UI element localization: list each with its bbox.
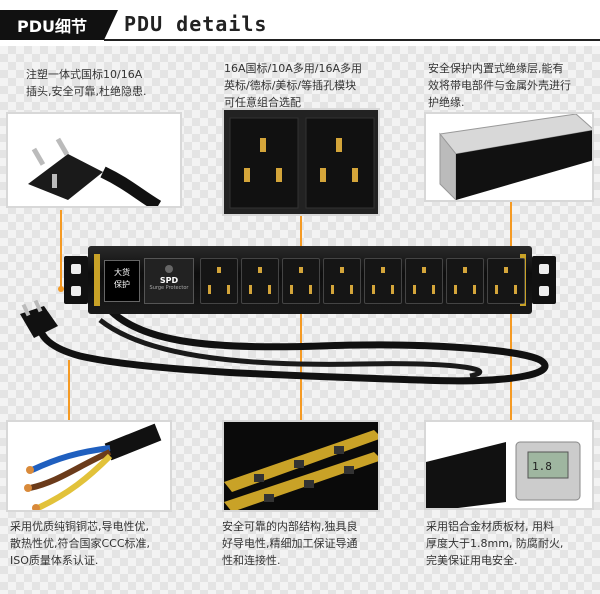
power-cable [36, 307, 549, 385]
socket-pin-icon [391, 285, 394, 294]
socket-pin-icon [463, 267, 467, 273]
caliper-icon: 1.8 [426, 441, 581, 508]
socket-pin-icon [432, 285, 435, 294]
callout-socket-line: 16A国标/10A多用/16A多用 [224, 62, 362, 75]
wire-detail-image [6, 420, 172, 512]
socket-outlet[interactable] [282, 258, 320, 304]
socket-pin-icon [217, 267, 221, 273]
callout-housing-line: 安全保护内置式绝缘层,能有 [428, 62, 564, 75]
svg-text:1.8: 1.8 [532, 460, 552, 473]
header-tab: PDU细节 [0, 10, 104, 40]
protection-switch[interactable]: 大货 保护 [104, 260, 140, 302]
housing-detail-image [424, 112, 594, 202]
socket-pin-icon [249, 285, 252, 294]
callout-wire-line: ISO质量体系认证. [10, 554, 99, 567]
socket-pin-icon [331, 285, 334, 294]
end-plug-icon [20, 300, 58, 338]
leader-aluminum [510, 312, 512, 420]
internal-structure-image [222, 420, 380, 512]
plug-icon [28, 137, 162, 206]
socket-pin-icon [309, 285, 312, 294]
callout-internal-line: 安全可靠的内部结构,独具良 [222, 520, 358, 533]
leader-housing [510, 202, 512, 262]
socket-pin-icon [268, 285, 271, 294]
socket-pin-icon [514, 285, 517, 294]
socket-outlet[interactable] [364, 258, 402, 304]
callout-plug-text: 注塑一体式国标10/16A 插头,安全可靠,杜绝隐患. [26, 66, 196, 100]
callout-socket-text: 16A国标/10A多用/16A多用 英标/德标/美标/等插孔模块 可任意组合选配 [224, 60, 394, 111]
plug-detail-image [6, 112, 182, 208]
callout-plug-line: 插头,安全可靠,杜绝隐患. [26, 85, 147, 98]
ear-hole [71, 264, 81, 274]
aluminum-profile-icon [439, 114, 592, 200]
socket-pin-icon [473, 285, 476, 294]
mounting-ear-left [64, 256, 88, 304]
leader-socket [300, 216, 302, 264]
socket-pin-icon [372, 285, 375, 294]
callout-socket-line: 英标/德标/美标/等插孔模块 [224, 79, 357, 92]
leader-plug [60, 210, 62, 288]
callout-socket-line: 可任意组合选配 [224, 96, 301, 109]
socket-pin-icon [422, 267, 426, 273]
socket-pin-icon [381, 267, 385, 273]
callout-wire-line: 散热性优,符合国家CCC标准, [10, 537, 151, 550]
socket-pin-icon [340, 267, 344, 273]
callout-aluminum-text: 采用铝合金材质板材, 用料 厚度大于1.8mm, 防腐耐火, 完美保证用电安全. [426, 518, 598, 569]
socket-outlet[interactable] [405, 258, 443, 304]
header: PDU细节 PDU details [0, 0, 600, 44]
leader-plug-dot [58, 286, 64, 292]
socket-pin-icon [504, 267, 508, 273]
spd-sub-label: Surge Protector [149, 285, 189, 291]
socket-module-icon [229, 117, 375, 209]
socket-detail-image [222, 108, 380, 216]
callout-internal-line: 性和连接性. [222, 554, 281, 567]
socket-outlet[interactable] [241, 258, 279, 304]
socket-pin-icon [413, 285, 416, 294]
socket-outlet[interactable] [487, 258, 525, 304]
mounting-ear-right [532, 256, 556, 304]
callout-internal-line: 好导电性,精细加工保证导通 [222, 537, 358, 550]
socket-pin-icon [495, 285, 498, 294]
busbar-icon [224, 430, 378, 510]
page-title: PDU details [124, 12, 268, 36]
callout-aluminum-line: 采用铝合金材质板材, 用料 [426, 520, 554, 533]
socket-pin-icon [208, 285, 211, 294]
callout-aluminum-line: 完美保证用电安全. [426, 554, 518, 567]
socket-outlet[interactable] [446, 258, 484, 304]
gold-trim-left [94, 254, 100, 306]
socket-pin-icon [350, 285, 353, 294]
spd-module: SPD Surge Protector [144, 258, 194, 304]
callout-housing-text: 安全保护内置式绝缘层,能有 效将带电部件与金属外壳进行 护绝缘. [428, 60, 598, 111]
callout-internal-text: 安全可靠的内部结构,独具良 好导电性,精细加工保证导通 性和连接性. [222, 518, 402, 569]
header-tab-edge [104, 10, 118, 40]
ear-hole [539, 264, 549, 274]
callout-wire-text: 采用优质纯铜铜芯,导电性优, 散热性优,符合国家CCC标准, ISO质量体系认证… [10, 518, 200, 569]
callout-plug-line: 注塑一体式国标10/16A [26, 68, 143, 81]
callout-housing-line: 护绝缘. [428, 96, 465, 109]
switch-label: 保护 [114, 280, 130, 289]
copper-wire-icon [24, 423, 162, 510]
socket-pin-icon [290, 285, 293, 294]
callout-wire-line: 采用优质纯铜铜芯,导电性优, [10, 520, 149, 533]
socket-pin-icon [454, 285, 457, 294]
spd-label: SPD [159, 276, 179, 285]
switch-label: 大货 [114, 268, 130, 277]
socket-outlet[interactable] [323, 258, 361, 304]
socket-pin-icon [258, 267, 262, 273]
leader-wire [68, 360, 70, 420]
header-rule [104, 39, 600, 41]
callout-housing-line: 效将带电部件与金属外壳进行 [428, 79, 571, 92]
socket-pin-icon [299, 267, 303, 273]
aluminum-detail-image: 1.8 [424, 420, 594, 510]
socket-pin-icon [227, 285, 230, 294]
callout-aluminum-line: 厚度大于1.8mm, 防腐耐火, [426, 537, 564, 550]
pdu-strip: 大货 保护 SPD Surge Protector [88, 246, 532, 314]
socket-outlet[interactable] [200, 258, 238, 304]
ear-hole [71, 286, 81, 296]
spd-indicator-icon [165, 265, 173, 273]
ear-hole [539, 286, 549, 296]
